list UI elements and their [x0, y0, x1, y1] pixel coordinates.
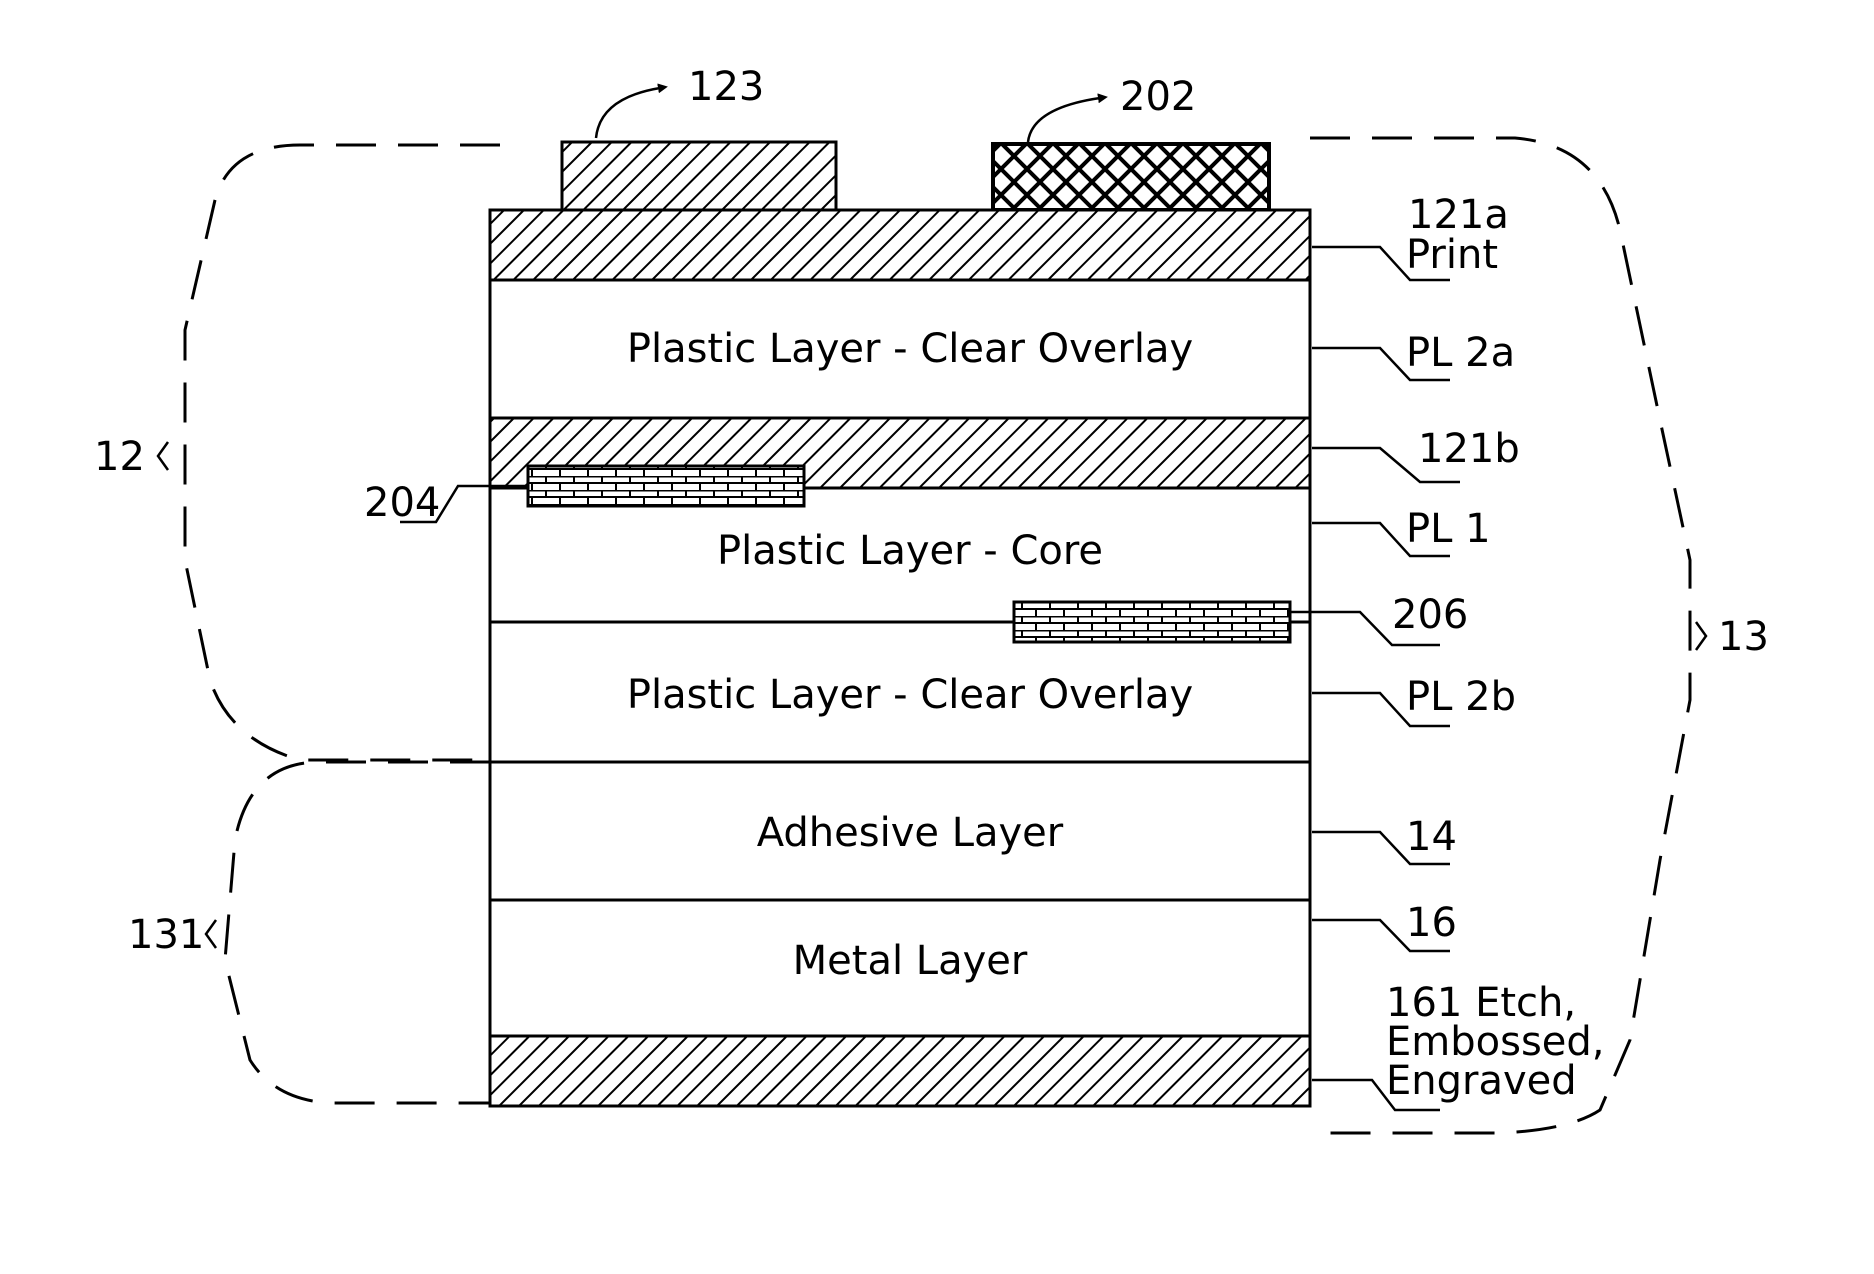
ref-123: 123 — [688, 64, 764, 110]
print-layer-121a — [490, 210, 1310, 280]
ref-204: 204 — [364, 480, 440, 526]
group-131-outline — [225, 762, 490, 1103]
group-12-outline — [185, 145, 500, 760]
ref-202: 202 — [1120, 74, 1196, 120]
component-204 — [528, 466, 804, 506]
feature-123 — [562, 142, 836, 210]
ref-print: Print — [1406, 232, 1498, 278]
arrow-202 — [1028, 98, 1100, 142]
brace-12 — [158, 442, 168, 470]
ref-13: 13 — [1718, 614, 1769, 660]
ref-206: 206 — [1392, 592, 1468, 638]
ref-12: 12 — [94, 434, 145, 480]
ref-131: 131 — [128, 912, 204, 958]
component-206 — [1014, 602, 1290, 642]
layer-label-metal: Metal Layer — [793, 938, 1028, 984]
arrow-123 — [596, 88, 660, 138]
feature-202 — [993, 144, 1269, 210]
ref-pl1: PL 1 — [1406, 506, 1491, 552]
brace-13 — [1696, 622, 1706, 650]
layer-label-pl2a: Plastic Layer - Clear Overlay — [627, 326, 1193, 372]
brace-131 — [206, 920, 216, 948]
ref-pl2b: PL 2b — [1406, 674, 1516, 720]
ref-161-line3: Engraved — [1386, 1058, 1577, 1104]
ref-pl2a: PL 2a — [1406, 330, 1515, 376]
ref-121b: 121b — [1418, 426, 1520, 472]
ref-14: 14 — [1406, 814, 1457, 860]
layer-label-adhesive: Adhesive Layer — [757, 810, 1064, 856]
etch-layer-161 — [490, 1036, 1310, 1106]
layer-label-pl2b: Plastic Layer - Clear Overlay — [627, 672, 1193, 718]
layer-label-pl1: Plastic Layer - Core — [717, 528, 1103, 574]
ref-16: 16 — [1406, 900, 1457, 946]
